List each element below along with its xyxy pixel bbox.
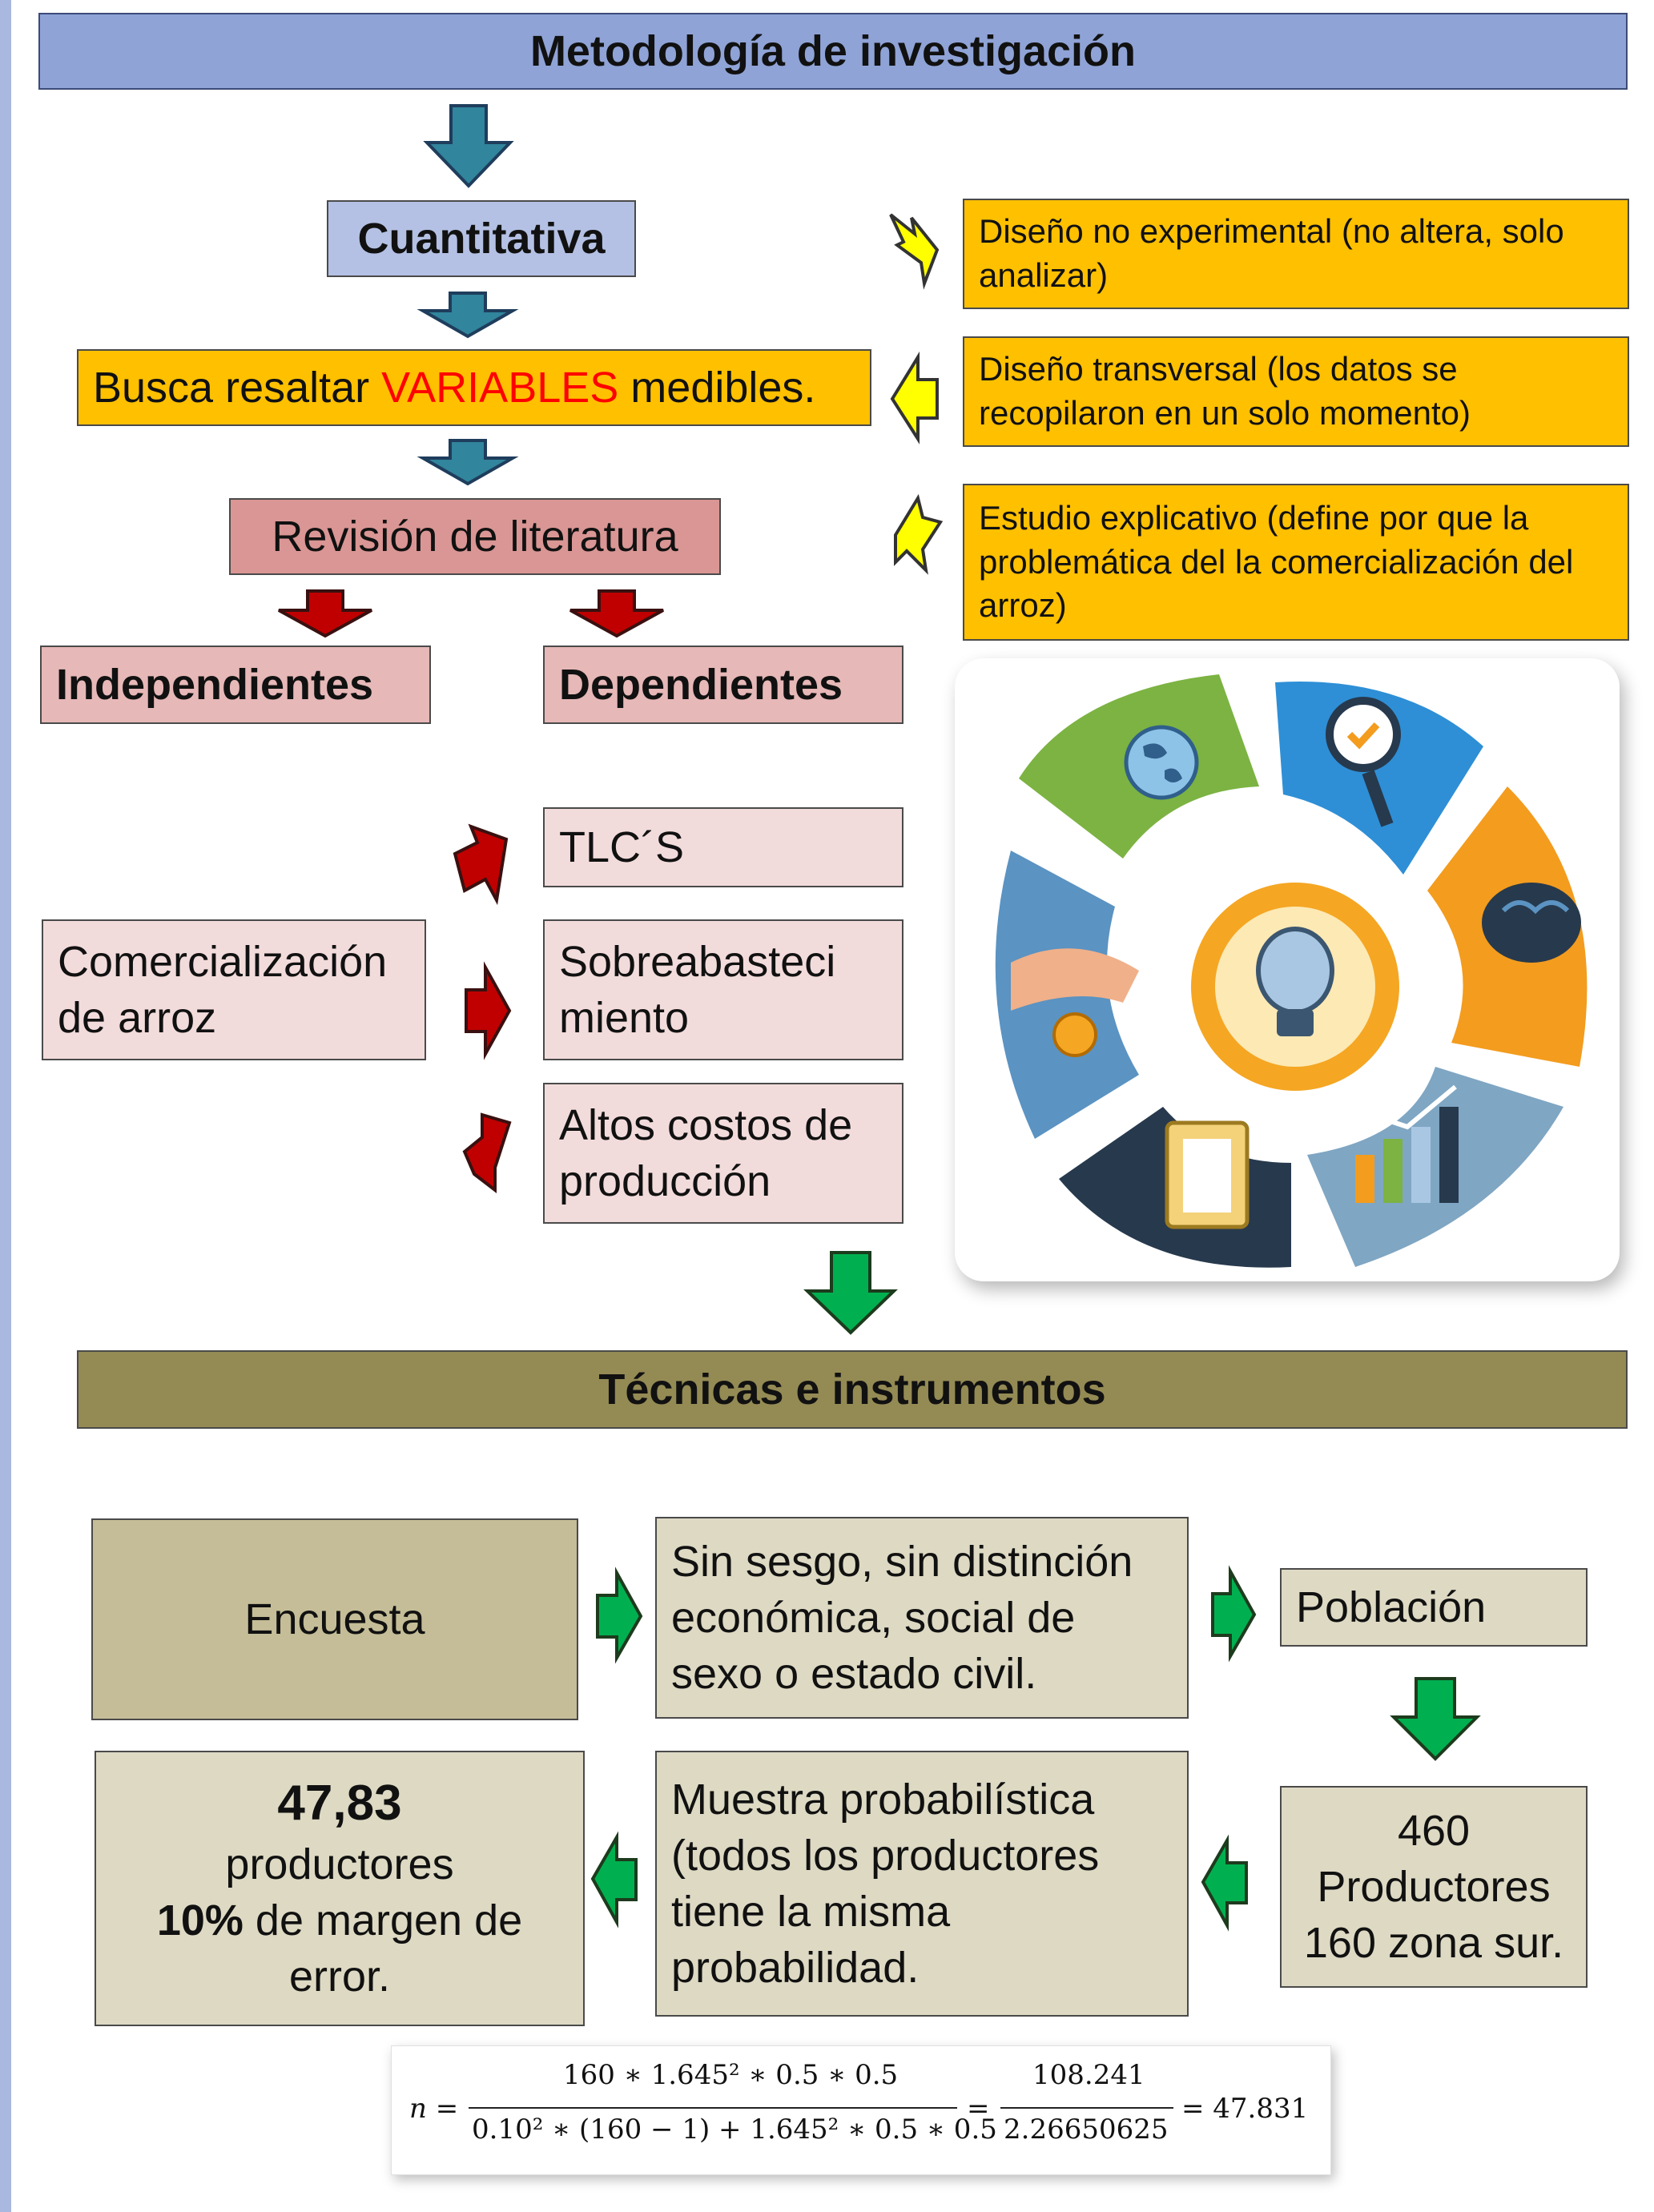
population-line: 460 <box>1397 1806 1471 1855</box>
literature-box: Revisión de literatura <box>229 498 721 575</box>
formula-numerator: 160 ∗ 1.645² ∗ 0.5 ∗ 0.5 <box>563 2059 899 2091</box>
result-box: 47,83 productores 10% de margen de error… <box>95 1751 585 2026</box>
sampling-line: tiene la misma <box>671 1888 951 1936</box>
bent-arrow-icon <box>889 213 940 290</box>
down-arrow-icon <box>569 589 664 638</box>
clipboard-icon <box>1165 1120 1250 1229</box>
independent-header: Independientes <box>40 646 431 724</box>
sampling-box: Muestra probabilística (todos los produc… <box>655 1751 1189 2017</box>
independent-variable: Comercialización de arroz <box>42 919 426 1060</box>
dependent-variable: TLC´S <box>543 807 903 887</box>
sampling-line: Muestra probabilística <box>671 1775 1095 1824</box>
brain-icon <box>1482 883 1581 963</box>
right-arrow-icon <box>462 1112 512 1194</box>
bar-chart-icon <box>1350 1084 1459 1203</box>
bias-line: Sin sesgo, sin distinción <box>671 1537 1133 1586</box>
formula-denominator-2: 2.26650625 <box>1004 2113 1169 2146</box>
down-arrow-icon <box>417 292 519 339</box>
magnifier-icon <box>1326 697 1401 827</box>
right-arrow-icon <box>1211 1565 1257 1663</box>
dependent-variable: Sobreabasteci miento <box>543 919 903 1060</box>
fraction-bar <box>469 2107 957 2109</box>
cycle-graphic <box>995 674 1588 1268</box>
bias-line: económica, social de <box>671 1593 1076 1642</box>
right-arrow-icon <box>465 961 512 1060</box>
margin-text: de margen de <box>243 1896 523 1945</box>
techniques-title: Técnicas e instrumentos <box>77 1350 1628 1429</box>
result-unit: productores <box>225 1840 454 1889</box>
focus-text-end: medibles. <box>618 363 816 412</box>
dependent-line: Altos costos de <box>559 1100 853 1149</box>
hand-coin-icon <box>1011 948 1139 1057</box>
right-arrow-icon <box>453 823 509 906</box>
sampling-line: (todos los productores <box>671 1831 1100 1880</box>
independent-line: de arroz <box>58 994 217 1042</box>
dependent-line: miento <box>559 994 690 1042</box>
fraction-bar <box>1000 2107 1173 2109</box>
instrument-box: Encuesta <box>91 1518 578 1720</box>
formula-lhs: n = <box>409 2093 459 2125</box>
down-arrow-icon <box>1390 1677 1481 1761</box>
left-accent-bar <box>0 0 11 2212</box>
result-margin-end: error. <box>288 1953 391 2001</box>
down-arrow-icon <box>278 589 372 638</box>
left-arrow-icon <box>890 351 939 444</box>
design-note-3: Estudio explicativo (define por que la p… <box>963 484 1629 641</box>
population-line: Productores <box>1317 1862 1551 1911</box>
focus-box: Busca resaltar VARIABLES medibles. <box>77 349 871 426</box>
bias-box: Sin sesgo, sin distinción económica, soc… <box>655 1517 1189 1719</box>
population-box: 460 Productores 160 zona sur. <box>1280 1786 1588 1988</box>
dependent-line: TLC´S <box>559 822 685 871</box>
down-arrow-icon <box>417 439 519 486</box>
bent-arrow-icon <box>894 493 944 575</box>
population-label-box: Población <box>1280 1568 1588 1647</box>
down-arrow-icon <box>803 1251 898 1335</box>
result-value: 47,83 <box>277 1776 402 1832</box>
focus-text-start: Busca resaltar <box>93 363 382 412</box>
dependent-variable: Altos costos de producción <box>543 1083 903 1224</box>
formula-denominator: 0.10² ∗ (160 − 1) + 1.645² ∗ 0.5 ∗ 0.5 <box>472 2113 997 2146</box>
lightbulb-icon <box>1256 927 1334 1036</box>
dependent-line: Sobreabasteci <box>559 937 836 986</box>
independent-line: Comercialización <box>58 937 388 986</box>
margin-value: 10% <box>156 1896 243 1945</box>
approach-box: Cuantitativa <box>327 200 636 277</box>
globe-icon <box>1124 725 1199 800</box>
left-arrow-icon <box>1201 1834 1248 1932</box>
population-line: 160 zona sur. <box>1303 1919 1564 1968</box>
left-arrow-icon <box>590 1831 638 1928</box>
formula-equals: = <box>967 2093 990 2125</box>
sample-size-formula: n = 160 ∗ 1.645² ∗ 0.5 ∗ 0.5 0.10² ∗ (16… <box>391 2045 1331 2175</box>
sampling-line: probabilidad. <box>671 1944 920 1993</box>
dependent-line: producción <box>559 1157 771 1205</box>
down-arrow-icon <box>423 104 514 188</box>
design-note-1: Diseño no experimental (no altera, solo … <box>963 199 1629 309</box>
research-cycle-illustration <box>955 658 1620 1281</box>
bias-line: sexo o estado civil. <box>671 1650 1037 1699</box>
formula-numerator-2: 108.241 <box>1032 2059 1145 2091</box>
design-note-2: Diseño transversal (los datos se recopil… <box>963 336 1629 447</box>
right-arrow-icon <box>596 1566 643 1664</box>
page-title: Metodología de investigación <box>38 13 1628 90</box>
formula-result: = 47.831 <box>1181 2093 1309 2125</box>
dependent-header: Dependientes <box>543 646 903 724</box>
focus-highlight: VARIABLES <box>381 363 619 412</box>
result-margin: 10% de margen de <box>157 1892 522 1949</box>
